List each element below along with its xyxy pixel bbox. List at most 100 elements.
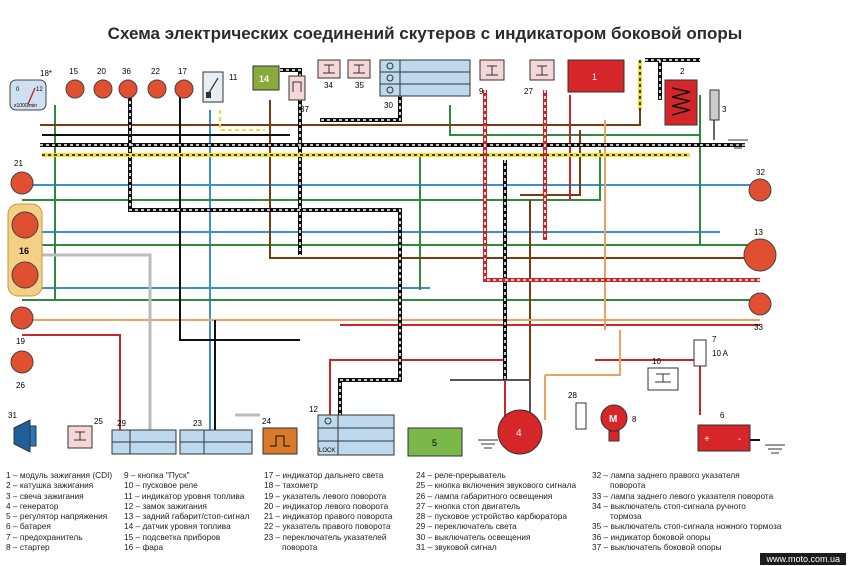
website-footer: www.moto.com.ua — [760, 553, 846, 565]
headlight-high — [11, 211, 39, 239]
legend-item: 1 – модуль зажигания (CDI) — [6, 470, 113, 480]
tachometer-label: 18* — [40, 69, 52, 78]
label-7: 7 — [712, 335, 717, 344]
legend-item: 37 – выключатель боковой опоры — [592, 542, 722, 553]
label-17: 17 — [178, 67, 187, 76]
wire-brown-2 — [269, 100, 760, 259]
wire-black-2 — [179, 95, 300, 341]
legend-item: 26 – лампа габаритного освещения — [416, 490, 553, 501]
lamp-22 — [147, 79, 167, 99]
legend-item: 2 – катушка зажигания — [6, 480, 94, 491]
legend-item: 35 – выключатель стоп-сигнала ножного то… — [592, 521, 782, 532]
starter-motor: M 8 — [600, 404, 637, 442]
lamp-36 — [118, 79, 138, 99]
legend-item: 24 – реле-прерыватель — [416, 470, 506, 480]
right-lamps: 32 13 33 — [743, 168, 777, 332]
label-33: 33 — [754, 323, 763, 332]
wiring-diagram: 18* 0 12 x1000/min 15 20 36 22 17 11 14 … — [7, 58, 785, 457]
battery-plus: + — [704, 434, 710, 445]
legend-item: 18 – тахометр — [264, 480, 318, 491]
legend-item: 9 – кнопка "Пуск" — [124, 470, 190, 480]
indicator-lamps: 15 20 36 22 17 — [65, 67, 194, 99]
lamp-15 — [65, 79, 85, 99]
label-35: 35 — [355, 81, 364, 90]
label-1: 1 — [592, 72, 597, 82]
legend-item: 36 – индикатор боковой опоры — [592, 531, 711, 542]
legend-item: 7 – предохранитель — [6, 531, 83, 542]
flasher-relay: 24 — [262, 417, 298, 455]
legend-item: 19 – указатель левого поворота — [264, 490, 387, 501]
wire-red-2 — [329, 359, 506, 430]
fuel-gauge: 11 — [202, 71, 238, 103]
lamp-13-tail-stop — [743, 238, 777, 272]
legend-item: 20 – индикатор левого поворота — [264, 500, 389, 511]
generator: 4 — [478, 409, 543, 455]
label-15: 15 — [69, 67, 78, 76]
legend: 1 – модуль зажигания (CDI) 2 – катушка з… — [6, 470, 850, 553]
tachometer-scale-12: 12 — [36, 87, 43, 93]
label-31: 31 — [8, 411, 17, 420]
legend-item: 29 – переключатель света — [416, 521, 517, 532]
label-27: 27 — [524, 87, 533, 96]
sidestand-switch: 37 — [288, 75, 309, 114]
legend-item: 31 – звуковой сигнал — [416, 542, 497, 553]
label-3: 3 — [722, 105, 727, 114]
horn: 31 — [8, 411, 37, 453]
battery-minus: - — [738, 434, 741, 445]
tachometer: 18* 0 12 x1000/min — [9, 69, 52, 111]
voltage-regulator: 5 — [407, 427, 463, 457]
legend-item: 17 – индикатор дальнего света — [264, 470, 384, 480]
lamp-20 — [93, 79, 113, 99]
legend-col-4: 24 – реле-прерыватель 25 – кнопка включе… — [416, 470, 576, 552]
wire-green-1 — [22, 150, 601, 201]
legend-item: 28 – пусковое устройство карбюратора — [416, 511, 567, 522]
lamp-19-turn-left — [10, 306, 34, 330]
legend-item: 23 – переключатель указателей — [264, 531, 387, 542]
wires — [22, 95, 760, 445]
wire-red-1 — [22, 334, 121, 430]
tachometer-scale-0: 0 — [16, 87, 20, 93]
label-21: 21 — [14, 159, 23, 168]
headlight-low — [11, 261, 39, 289]
legend-item: 13 – задний габарит/стоп-сигнал — [124, 511, 250, 522]
legend-item: 10 – пусковое реле — [124, 480, 198, 491]
lamp-32 — [748, 178, 772, 202]
fuel-sensor: 14 — [252, 65, 280, 91]
label-20: 20 — [97, 67, 106, 76]
battery: + - 6 — [697, 411, 785, 454]
legend-item: 22 – указатель правого поворота — [264, 521, 391, 532]
label-6: 6 — [720, 411, 725, 420]
legend-item: поворота — [282, 542, 318, 553]
legend-item: тормоза — [610, 511, 642, 522]
wire-orange-2 — [545, 330, 621, 376]
lamp-33 — [748, 292, 772, 316]
lamp-26-position — [10, 350, 34, 374]
label-29: 29 — [117, 419, 126, 428]
striped-wires — [40, 58, 760, 430]
brake-switches: 34 35 — [317, 59, 371, 90]
light-switch: 29 — [111, 419, 177, 455]
label-25: 25 — [94, 417, 103, 426]
legend-item: 32 – лампа заднего правого указателя — [592, 470, 740, 480]
horn-button: 25 — [67, 417, 103, 449]
label-37: 37 — [300, 105, 309, 114]
spark-plug: 3 — [709, 89, 748, 149]
legend-item: 5 – регулятор напряжения — [6, 511, 108, 522]
wire-brown-1 — [40, 110, 641, 126]
label-30: 30 — [384, 101, 393, 110]
legend-item: 11 – индикатор уровня топлива — [124, 490, 245, 501]
legend-col-3: 17 – индикатор дальнего света 18 – тахом… — [264, 470, 392, 552]
legend-item: 12 – замок зажигания — [124, 500, 207, 511]
wire-green-top — [449, 105, 700, 136]
left-lamps: 21 16 19 26 — [7, 159, 43, 390]
label-12: 12 — [309, 405, 318, 414]
legend-item: 21 – индикатор правого поворота — [264, 511, 393, 522]
start-relay: 10 — [647, 357, 679, 391]
label-24: 24 — [262, 417, 271, 426]
legend-item: 14 – датчик уровня топлива — [124, 521, 231, 532]
label-8: 8 — [632, 415, 637, 424]
tachometer-unit: x1000/min — [14, 103, 37, 109]
legend-item: 34 – выключатель стоп-сигнала ручного — [592, 500, 746, 511]
cdi-module: 1 — [567, 59, 625, 93]
ignition-coil: 2 — [664, 67, 698, 126]
